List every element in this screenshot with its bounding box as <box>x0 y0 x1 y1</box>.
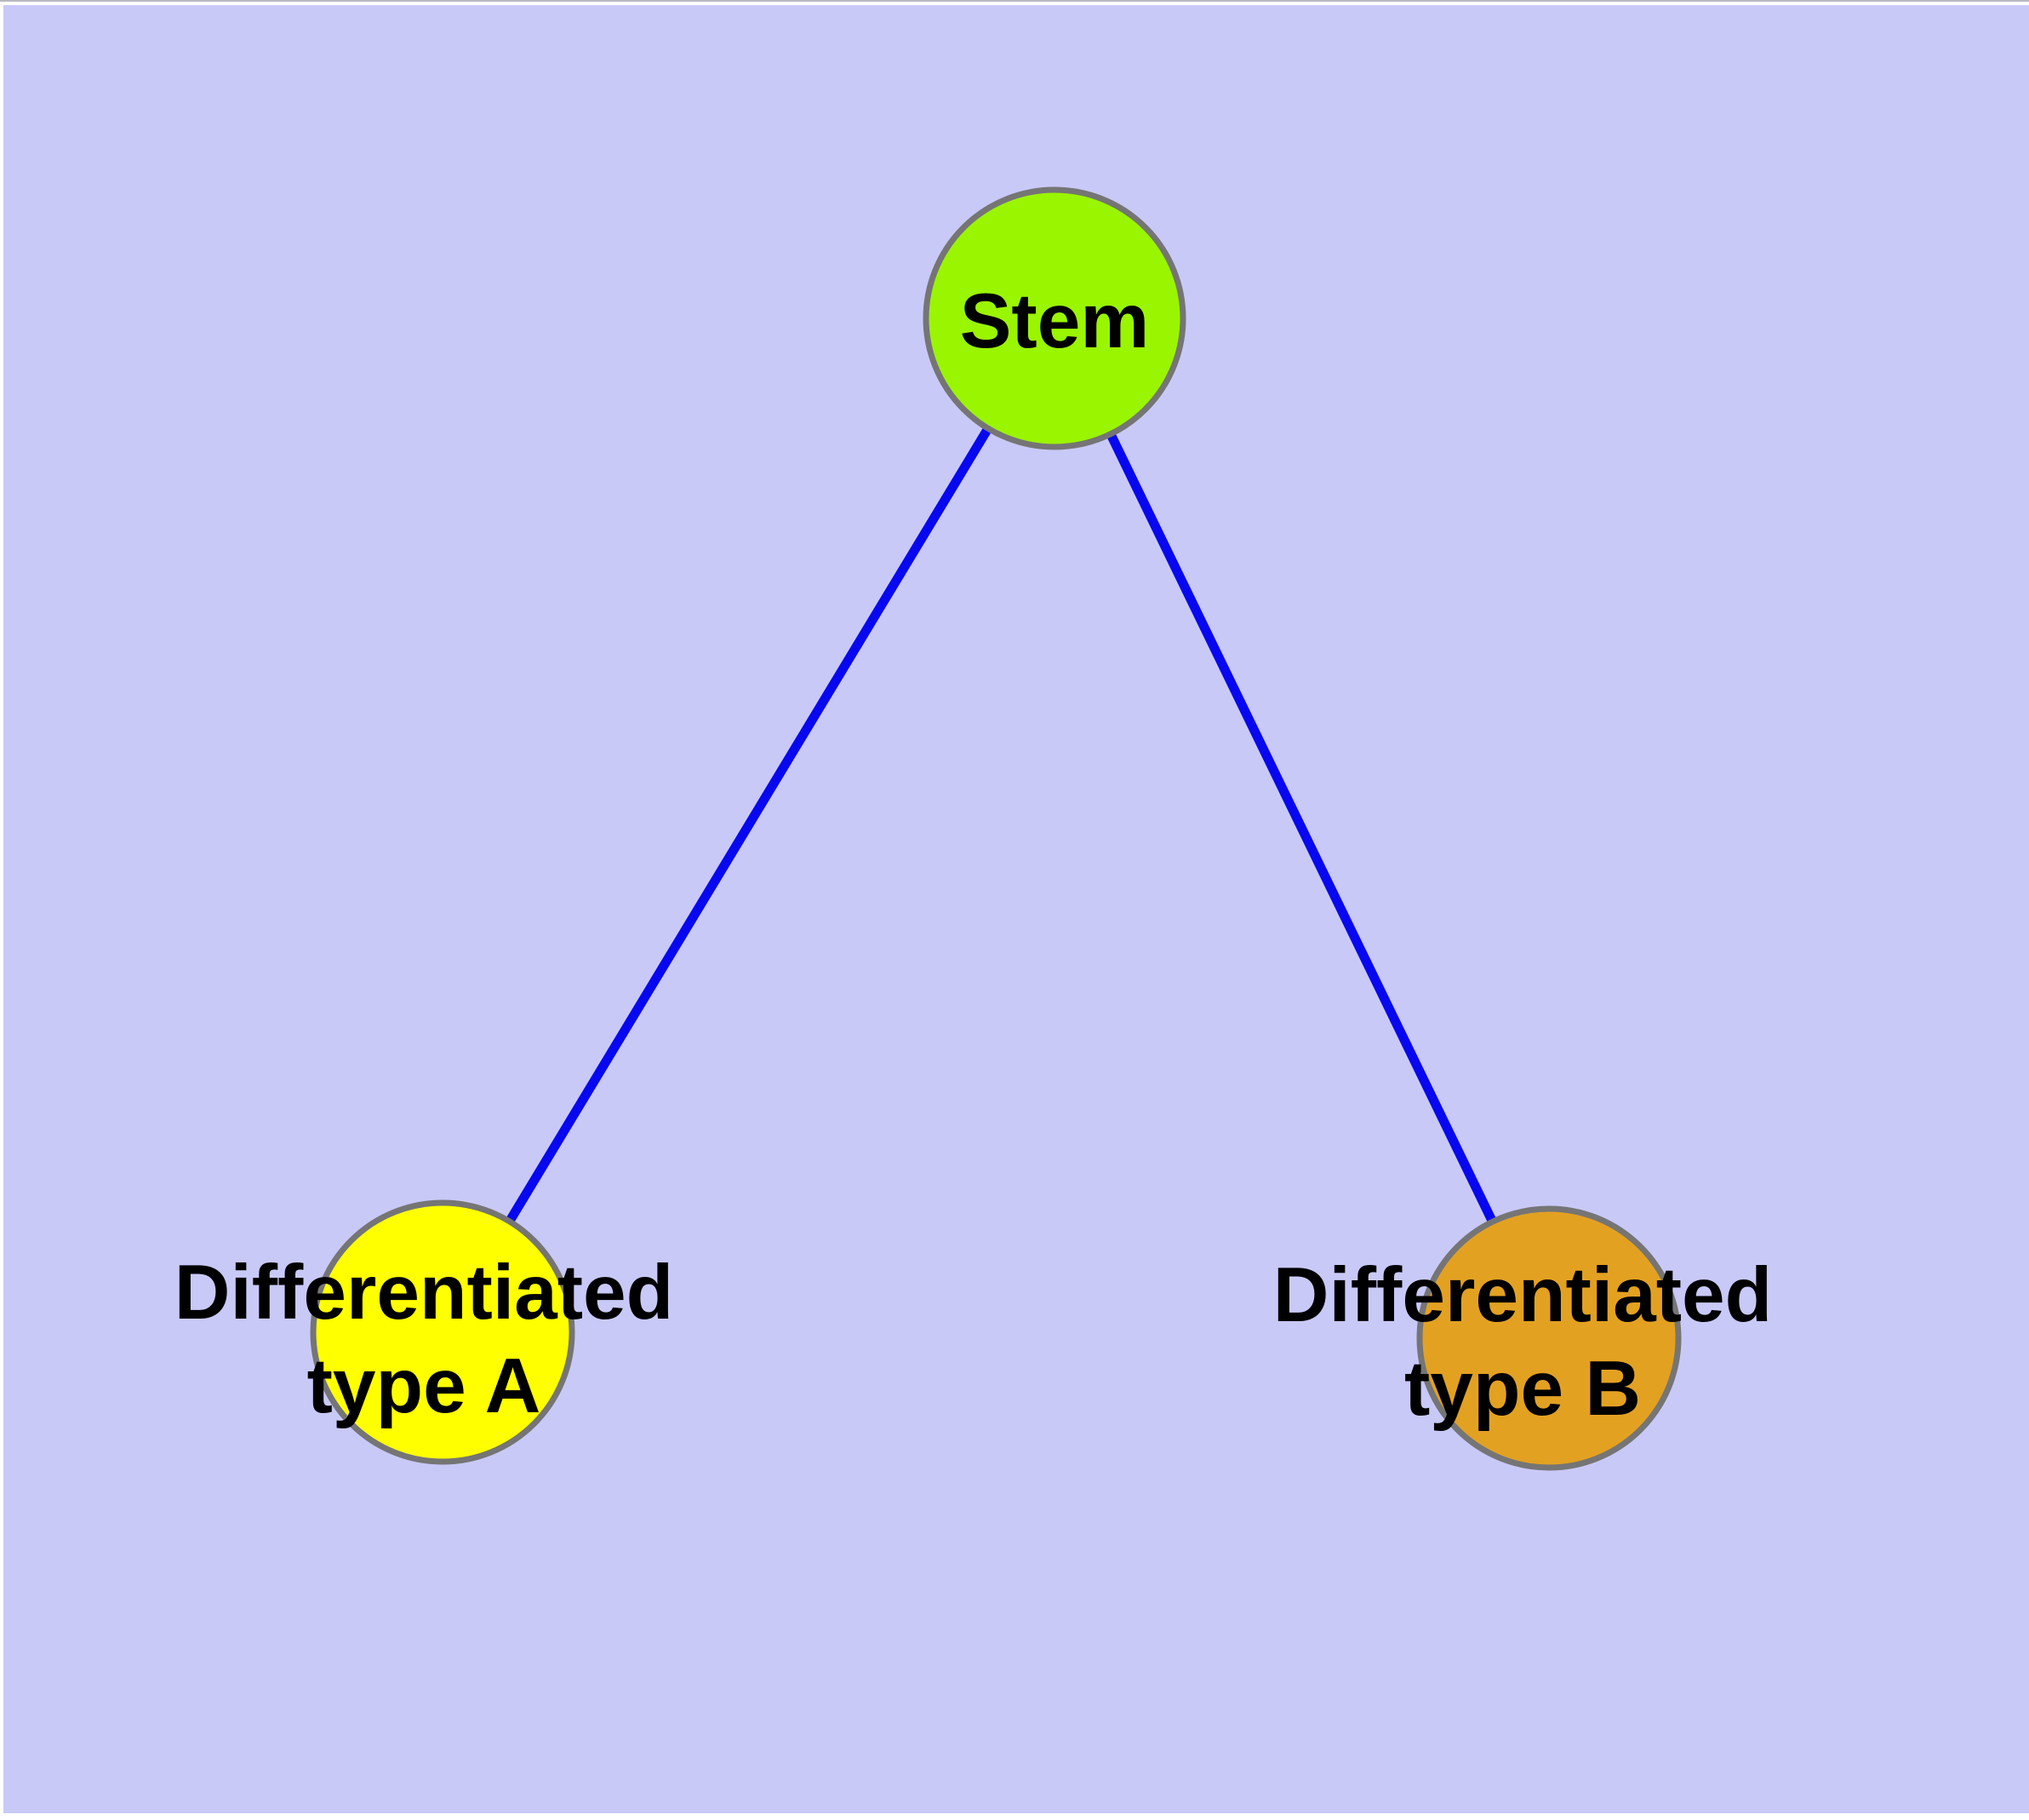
type-a-label-line2: type A <box>307 1343 541 1429</box>
top-hairline <box>0 0 2029 2</box>
edge-stem-to-type-a <box>438 316 1059 1335</box>
edge-stem-to-type-b <box>1050 316 1553 1341</box>
stem-node-label: Stem <box>960 278 1150 364</box>
stem-node[interactable] <box>923 186 1186 450</box>
differentiated-type-b-node[interactable] <box>1416 1205 1682 1471</box>
type-b-label-line2: type B <box>1404 1346 1641 1432</box>
type-b-label-line1: Differentiated <box>1273 1252 1773 1338</box>
differentiated-type-a-node[interactable] <box>310 1199 575 1465</box>
type-a-label-line1: Differentiated <box>174 1250 674 1336</box>
